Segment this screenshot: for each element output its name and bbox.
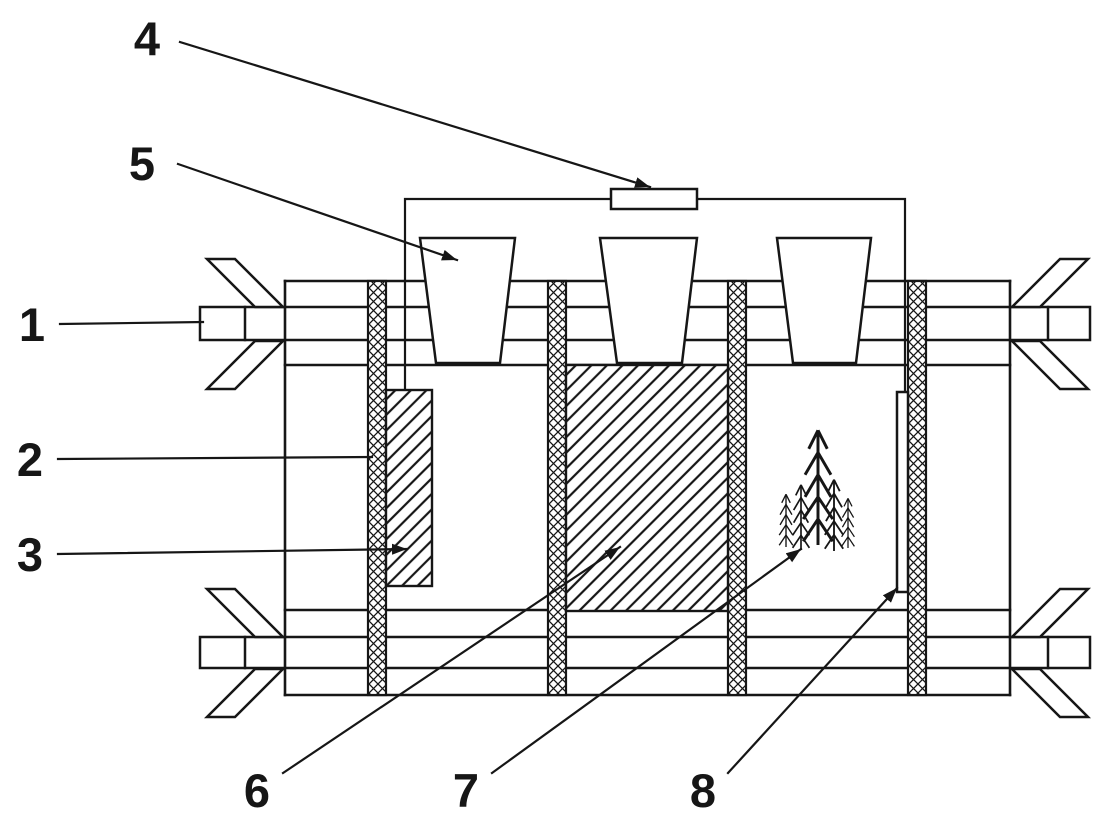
- funnel-3: [775, 236, 873, 365]
- plant-1: [778, 493, 794, 548]
- funnel-2: [598, 236, 699, 365]
- wing-nut-bottom-right-lower: [1008, 667, 1092, 719]
- leader-line-5: [176, 162, 459, 262]
- plants: [778, 428, 856, 552]
- membrane-3: [726, 279, 748, 697]
- large-electrode: [564, 363, 730, 613]
- label-1: 1: [19, 298, 45, 351]
- membrane-4: [906, 279, 928, 697]
- leader-line-6: [281, 545, 622, 775]
- wing-nut-bottom-left-upper: [203, 587, 287, 639]
- funnel-1: [418, 236, 517, 365]
- wing-nut-top-left-upper: [203, 257, 287, 309]
- leader-line-1: [58, 320, 205, 326]
- external-circuit: [403, 187, 907, 395]
- label-8: 8: [690, 764, 716, 817]
- label-5: 5: [129, 137, 155, 190]
- leader-line-7: [490, 547, 803, 775]
- label-6: 6: [244, 764, 270, 817]
- bolt-head-bottom-right: [1046, 635, 1092, 670]
- membrane-2: [546, 279, 568, 697]
- bolt-head-bottom-left: [198, 635, 247, 670]
- leader-line-8: [726, 586, 899, 775]
- resistor: [609, 187, 699, 211]
- wing-nut-bottom-left-lower: [203, 667, 287, 719]
- label-7: 7: [453, 764, 479, 817]
- side-plate: [895, 390, 910, 594]
- funnels: [418, 236, 873, 365]
- bolt-head-top-right: [1046, 305, 1092, 342]
- labels-and-leaders: 1 2 3 4 5 6 7 8: [17, 12, 899, 817]
- small-electrode: [384, 388, 434, 588]
- leader-line-4: [178, 40, 652, 189]
- membrane-1: [366, 279, 388, 697]
- wing-nut-top-right-lower: [1008, 339, 1092, 391]
- bolt-head-top-left: [198, 305, 247, 342]
- label-4: 4: [134, 12, 160, 65]
- wing-nut-top-left-lower: [203, 339, 287, 391]
- leader-line-2: [56, 455, 374, 461]
- electrodes: [384, 363, 910, 613]
- wing-nut-top-right-upper: [1008, 257, 1092, 309]
- plant-5: [840, 497, 856, 549]
- plant-3: [801, 428, 835, 547]
- label-2: 2: [17, 433, 43, 486]
- label-3: 3: [17, 528, 43, 581]
- wing-nut-bottom-right-upper: [1008, 587, 1092, 639]
- leader-line-3: [56, 543, 409, 556]
